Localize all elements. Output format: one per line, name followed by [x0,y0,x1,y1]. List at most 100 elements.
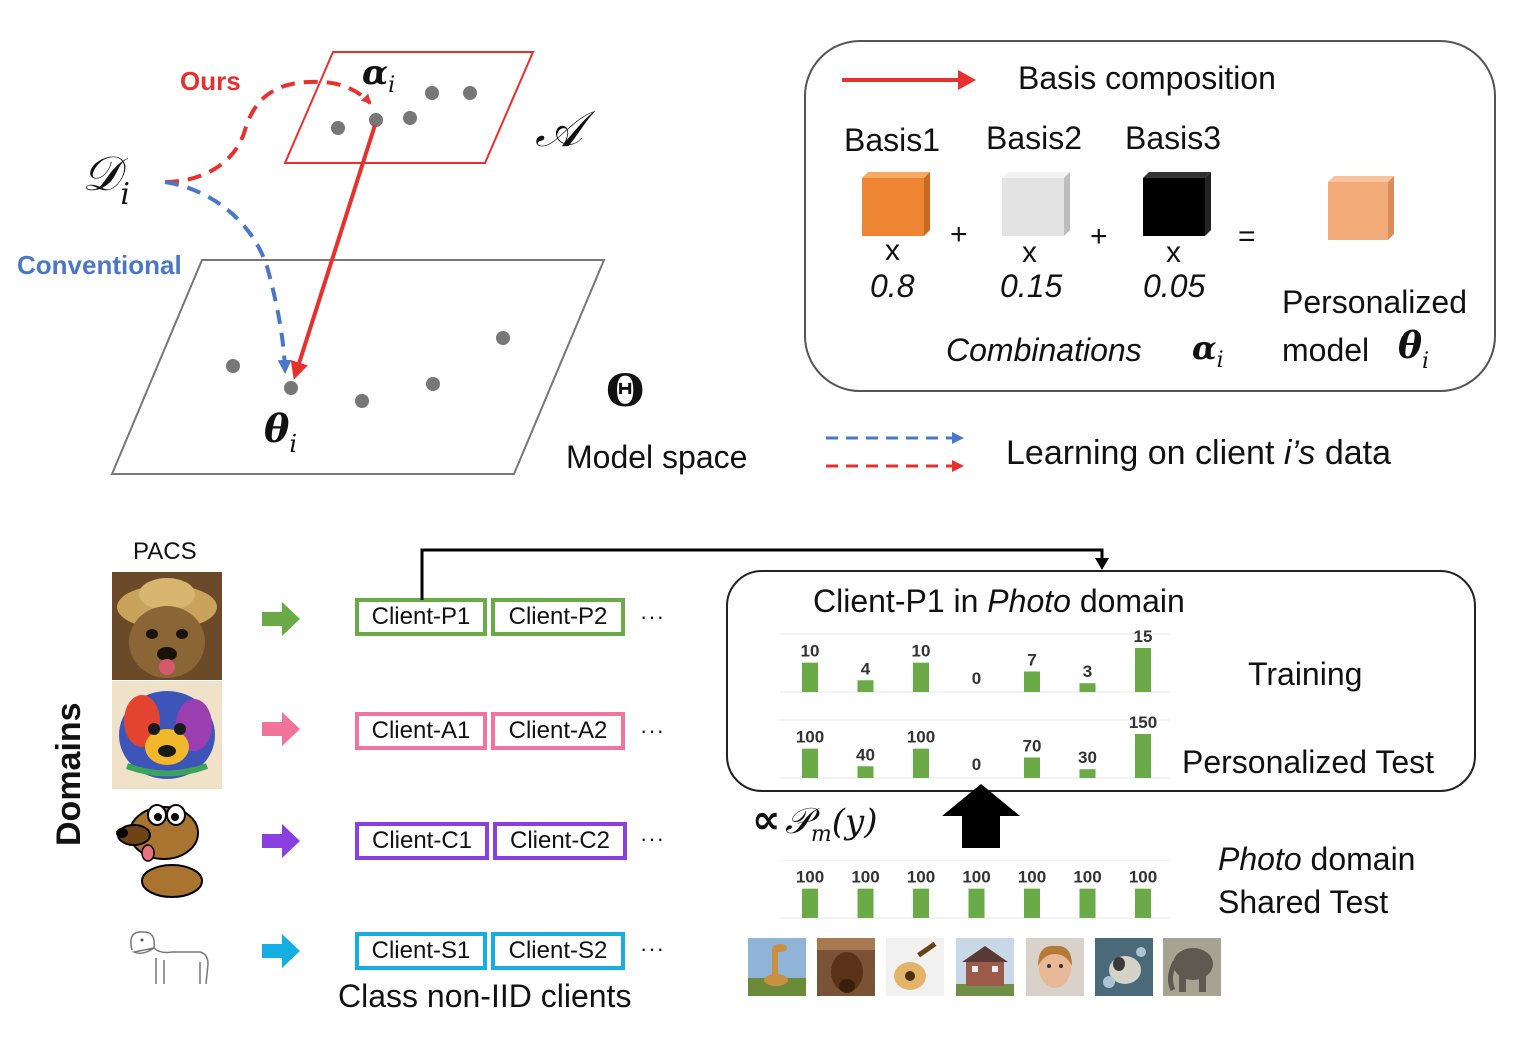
alpha-dot [403,111,417,125]
client-p1-box: Client-P1 [355,598,487,636]
basis1-label: Basis1 [844,122,941,158]
weight-basis3: 0.05 [1143,268,1206,304]
model-space-label: Model space [566,439,748,475]
chart-data-label: 100 [907,728,935,747]
guitar-image [886,938,944,996]
theta-subscript: i [289,430,298,458]
alpha-dot [369,113,383,127]
proportional-formula: ∝ 𝒫m(y) [752,797,878,846]
more-clients-dots: ··· [640,936,665,961]
personalized-test-label: Personalized Test [1182,744,1434,780]
theta-symbol: θ [264,406,290,451]
client-a1-box: Client-A1 [355,712,487,750]
client-detail-box [726,570,1476,792]
chart-data-label: 40 [856,745,875,764]
chart-bar [1079,888,1096,918]
set-a-symbol: 𝒜 [535,100,583,158]
more-clients-dots: ··· [640,604,665,629]
p-symbol: 𝒫 [784,801,811,842]
d-symbol: 𝒟 [82,146,121,202]
combinations-alpha: αi [1192,332,1224,372]
theta-dot [284,381,298,395]
model-theta: θi [1398,325,1429,373]
p-subscript: m [810,822,832,847]
basis-composition-label: Basis composition [1018,60,1276,96]
chart-data-label: 100 [796,868,824,887]
theta-dot [355,394,369,408]
plus-sign: + [950,218,968,251]
chart-bar [913,662,929,692]
client-p2-box: Client-P2 [491,598,625,636]
conventional-label: Conventional [17,250,182,280]
chart-data-label: 100 [1018,868,1046,887]
theta-dot [496,331,510,345]
basis3-label: Basis3 [1125,120,1222,156]
personalized-label: Personalized [1282,284,1467,320]
result-cube [1328,176,1394,240]
client-a2-box: Client-A2 [491,712,625,750]
title-pre: Client-P1 in [813,583,988,619]
proportional-symbol: ∝ [752,797,781,843]
elephant-image [1163,938,1221,996]
legend-box [804,40,1496,392]
theta-subscript: i [1422,349,1430,374]
chart-data-label: 100 [1129,868,1157,887]
conventional-dashed-arrow [164,180,292,374]
times-sign: x [885,234,900,267]
dog-cartoon-image [112,793,222,901]
model-space-diagram [110,51,606,475]
learning-post: data [1315,434,1391,472]
learning-pre: Learning on client [1006,434,1284,472]
training-label: Training [1248,656,1363,692]
chart-data-label: 100 [962,868,990,887]
chart-bar [802,888,818,918]
up-arrow [942,784,1020,848]
chart-bar [857,766,874,778]
chart-bar [857,680,874,692]
chart-data-label: 4 [861,659,871,678]
d-i-symbol: 𝒟i [82,150,130,210]
chart-data-label: 10 [912,642,931,661]
domains-label: Domains [50,702,88,846]
client-c1-box: Client-C1 [355,822,489,860]
chart-bar [857,888,874,918]
composition-arrow [290,124,377,380]
chart-bar [1024,757,1040,778]
basis2-cube [1002,172,1070,236]
model-label: model [1282,332,1370,368]
shared-test-label-line2: Shared Test [1218,884,1389,920]
weight-basis1: 0.8 [870,268,915,304]
chart-bar [913,888,929,918]
basis1-cube [862,172,930,236]
theta-dot [226,359,240,373]
theta-i-symbol: θi [264,410,297,457]
dog-sketch-image [112,920,222,992]
weight-basis2: 0.15 [1000,268,1063,304]
alpha-dot [331,121,345,135]
chart-data-label: 100 [796,728,824,747]
alpha-i-symbol: αi [362,53,395,97]
chart-data-label: 100 [907,868,935,887]
chart-data-label: 3 [1083,662,1092,681]
times-sign: x [1166,236,1181,269]
theta-symbol: θ [1398,325,1423,367]
theta-big-symbol: Θ [606,366,645,417]
plus-sign: + [1090,220,1108,253]
title-post: domain [1070,583,1185,619]
chart-bar [1135,734,1151,778]
alpha-dot [463,86,477,100]
chart-data-label: 100 [851,868,879,887]
shared-post: domain [1301,841,1416,877]
chart-data-label: 15 [1134,627,1153,646]
person-image [1026,938,1084,996]
alpha-dot [425,86,439,100]
alpha-symbol: α [362,53,389,93]
client-c2-box: Client-C2 [493,822,627,860]
d-subscript: i [120,177,130,212]
chart-data-label: 0 [972,755,981,774]
more-clients-dots: ··· [640,718,665,743]
chart-data-label: 70 [1023,736,1042,755]
